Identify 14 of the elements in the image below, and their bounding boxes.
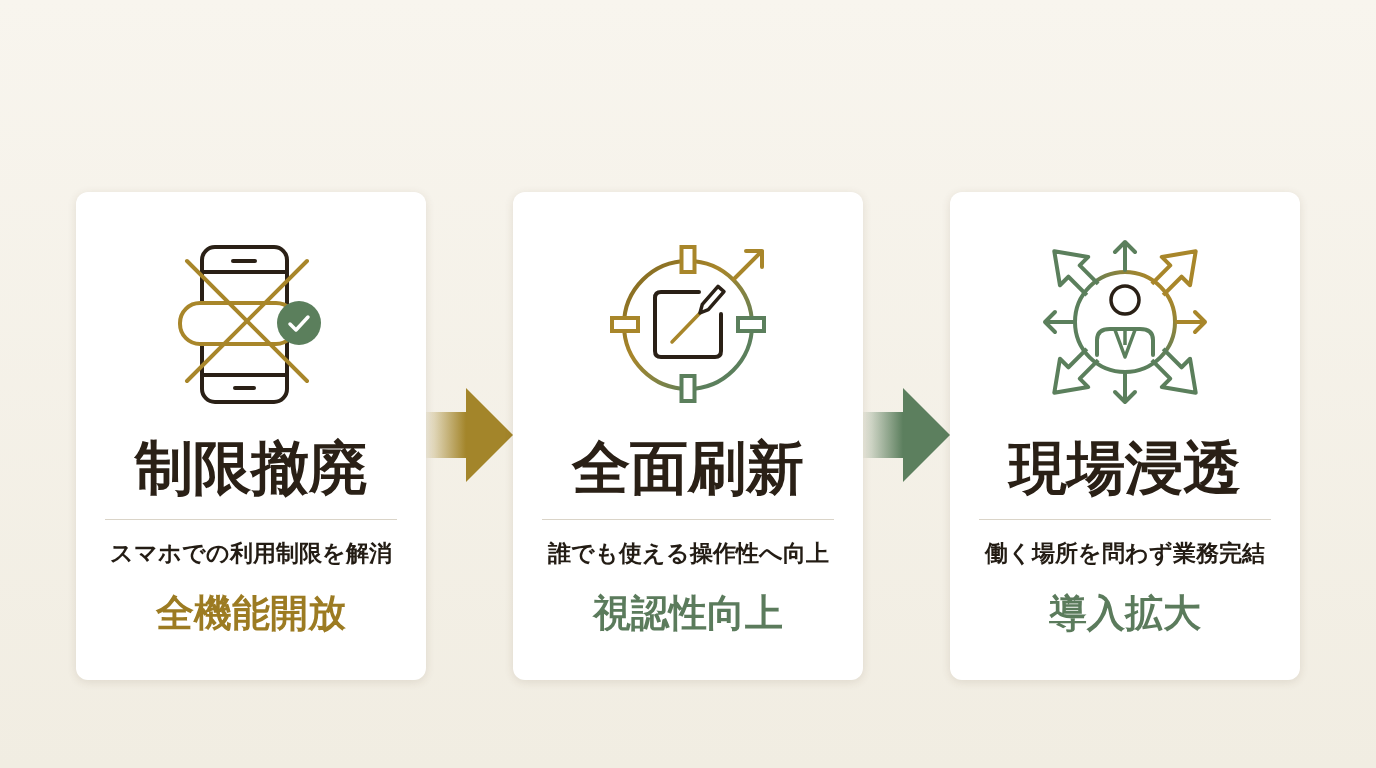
card-title: 全面刷新 bbox=[572, 434, 804, 502]
card-title: 現場浸透 bbox=[1009, 434, 1241, 502]
card bbox=[950, 192, 1300, 680]
card bbox=[76, 192, 426, 680]
card-title: 制限撤廃 bbox=[135, 434, 367, 502]
card bbox=[513, 192, 863, 680]
arrow bbox=[426, 388, 513, 482]
description: 誰でも使える操作性へ向上 bbox=[547, 539, 829, 567]
description: 働く場所を問わず業務完結 bbox=[985, 539, 1265, 567]
description: スマホでの利用制限を解消 bbox=[110, 539, 392, 567]
arrow bbox=[863, 388, 950, 482]
highlight-text: 視認性向上 bbox=[593, 592, 783, 636]
highlight-text: 全機能開放 bbox=[156, 592, 346, 636]
highlight-text: 導入拡大 bbox=[1049, 592, 1201, 636]
